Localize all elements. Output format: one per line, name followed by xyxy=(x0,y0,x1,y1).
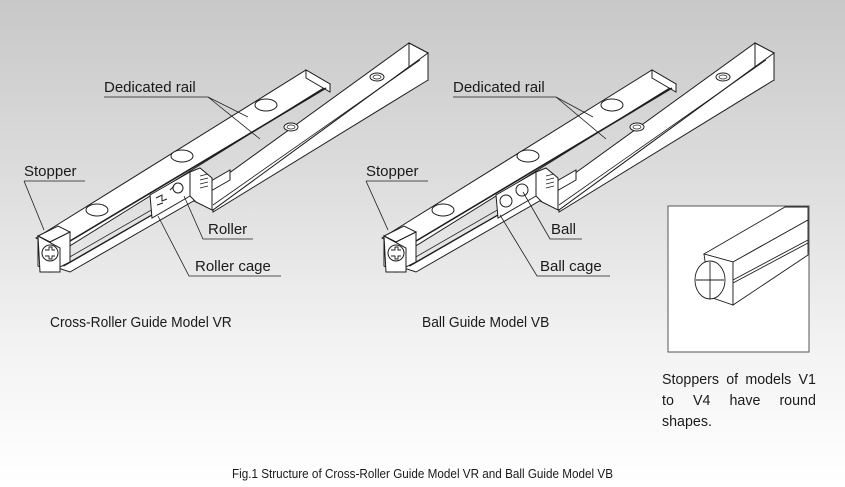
left-stopper-label: Stopper xyxy=(24,163,77,180)
left-assembly-drawing xyxy=(35,42,429,273)
round-stopper-inset-drawing xyxy=(694,206,809,306)
roller-icon xyxy=(155,182,184,206)
right-assembly-drawing xyxy=(381,42,775,273)
right-rail-label: Dedicated rail xyxy=(453,79,545,96)
ball-icon xyxy=(499,183,529,208)
right-ball-label: Ball xyxy=(551,221,577,238)
left-leader-lines xyxy=(23,96,281,277)
inset-note: Stoppers of models V1 to V4 have round s… xyxy=(662,371,816,430)
right-assembly-title: Ball Guide Model VB xyxy=(422,314,550,331)
left-roller-label: Roller xyxy=(208,221,248,238)
left-cage-label: Roller cage xyxy=(195,258,271,275)
right-stopper-label: Stopper xyxy=(366,163,419,180)
left-rail-label: Dedicated rail xyxy=(104,79,196,96)
right-leader-lines xyxy=(365,96,610,277)
figure-caption: Fig.1 Structure of Cross-Roller Guide Mo… xyxy=(231,466,614,481)
right-cage-label: Ball cage xyxy=(540,258,602,275)
left-assembly-title: Cross-Roller Guide Model VR xyxy=(50,314,232,331)
